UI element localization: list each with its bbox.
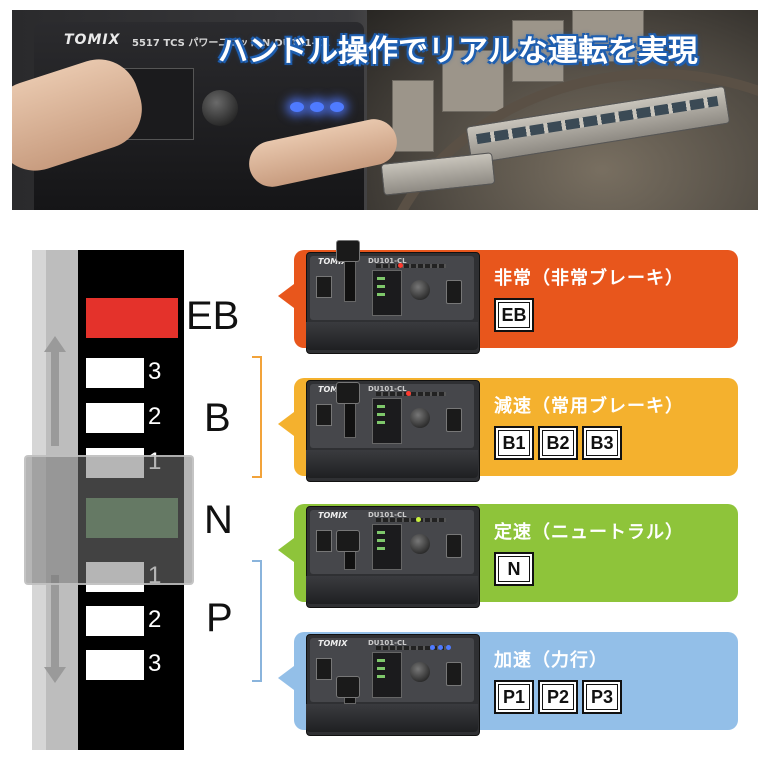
notch-badges: EB — [494, 298, 534, 332]
device-model: DU101-CL — [368, 385, 407, 393]
device-brand: TOMIX — [318, 257, 348, 266]
notch-selector-highlight — [24, 455, 194, 585]
card-pointer — [278, 412, 294, 436]
card-title: 非常（非常ブレーキ） — [494, 268, 684, 289]
card-pointer — [278, 538, 294, 562]
notch-number-b2: 2 — [148, 403, 162, 430]
notch-p2 — [86, 606, 144, 636]
banner-model: 5517 TCS パワーユニット N-DU101-CL — [132, 38, 330, 49]
group-label-p: P — [206, 596, 233, 640]
notch-number-p3: 3 — [148, 650, 162, 677]
notch-badge: B1 — [494, 426, 534, 460]
notch-number-b3: 3 — [148, 358, 162, 385]
arrow-down-icon — [44, 575, 66, 685]
model-building — [442, 50, 504, 112]
card-title: 定速（ニュートラル） — [494, 522, 684, 543]
notch-badge: B2 — [538, 426, 578, 460]
blue-led-icon — [290, 102, 304, 112]
group-label-n: N — [204, 498, 233, 542]
banner-headline: ハンドル操作でリアルな運転を実現 — [218, 34, 698, 69]
controller-knob — [202, 90, 238, 126]
bracket-b — [252, 356, 262, 478]
controller-image: TOMIX DU101-CL — [306, 622, 480, 736]
device-model: DU101-CL — [368, 511, 407, 519]
card-pointer — [278, 666, 294, 690]
device-brand: TOMIX — [318, 385, 348, 394]
card-power: TOMIX DU101-CL 加速（力行） P1 P2 P3 — [278, 632, 738, 736]
notch-badge: N — [494, 552, 534, 586]
card-title: 加速（力行） — [494, 650, 608, 671]
notch-p3 — [86, 650, 144, 680]
notch-number-p2: 2 — [148, 606, 162, 633]
card-pointer — [278, 284, 294, 308]
card-emergency: TOMIX DU101-CL 非常（非常ブレーキ） EB — [278, 240, 738, 354]
notch-b2 — [86, 403, 144, 433]
notch-badge: P3 — [582, 680, 622, 714]
bracket-p — [252, 560, 262, 682]
arrow-up-icon — [44, 336, 66, 446]
device-brand: TOMIX — [318, 639, 348, 648]
model-building — [392, 80, 434, 152]
notch-eb — [86, 298, 178, 338]
notch-badge: P1 — [494, 680, 534, 714]
model-building — [572, 10, 644, 62]
notch-badge: P2 — [538, 680, 578, 714]
notch-badges: P1 P2 P3 — [494, 680, 622, 714]
blue-led-icon — [310, 102, 324, 112]
device-model: DU101-CL — [368, 257, 407, 265]
device-model: DU101-CL — [368, 639, 407, 647]
card-brake: TOMIX DU101-CL 減速（常用ブレーキ） B1 B2 B3 — [278, 378, 738, 482]
group-label-b: B — [204, 396, 231, 440]
controller-image: TOMIX DU101-CL — [306, 240, 480, 354]
notch-badge: EB — [494, 298, 534, 332]
device-brand: TOMIX — [318, 511, 348, 520]
model-building — [512, 20, 564, 82]
notch-b3 — [86, 358, 144, 388]
controller-image: TOMIX DU101-CL — [306, 368, 480, 482]
card-title: 減速（常用ブレーキ） — [494, 396, 684, 417]
notch-badge: B3 — [582, 426, 622, 460]
blue-led-icon — [330, 102, 344, 112]
notch-badges: N — [494, 552, 534, 586]
controller-image: TOMIX DU101-CL — [306, 494, 480, 608]
label-eb: EB — [186, 294, 240, 338]
notch-badges: B1 B2 B3 — [494, 426, 622, 460]
banner-brand: TOMIX — [64, 32, 121, 48]
hero-photo: TOMIX 5517 TCS パワーユニット N-DU101-CL ハンドル操作… — [12, 10, 758, 210]
card-neutral: TOMIX DU101-CL 定速（ニュートラル） N — [278, 504, 738, 608]
